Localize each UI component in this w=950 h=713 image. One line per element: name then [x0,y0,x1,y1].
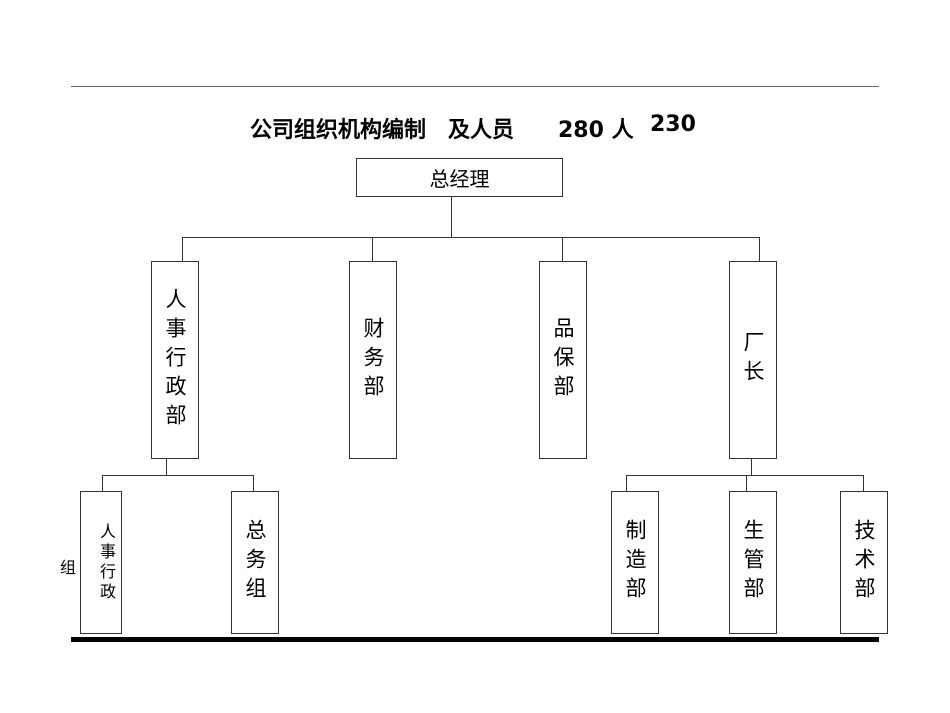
node-label: 生管部 [741,519,765,606]
node-label: 品保部 [551,316,575,404]
connector [253,475,254,491]
node-label: 人事行政部 [163,287,187,433]
node-label: 厂长 [741,331,765,389]
node-manufacturing: 制造部 [611,491,659,634]
connector [759,237,760,261]
node-hr-admin-group: 人事行政 [80,491,122,634]
node-plant-manager: 厂长 [729,261,777,459]
node-qa: 品保部 [539,261,587,459]
connector [451,197,452,237]
connector [746,475,747,491]
node-general-affairs: 总务组 [231,491,279,634]
top-rule [71,86,879,87]
connector [102,475,254,476]
node-production-control: 生管部 [729,491,777,634]
connector [626,475,864,476]
headcount: 280 人 [558,118,634,143]
connector [751,459,752,475]
chart-title: 公司组织机构编制 [250,118,427,143]
node-label: 人事行政 [97,522,116,603]
node-label: 制造部 [623,519,647,606]
connector [166,459,167,475]
chart-title-overlay: 及人员 [448,118,515,143]
connector [182,237,760,238]
node-hr-admin: 人事行政部 [151,261,199,459]
connector [863,475,864,491]
node-general-manager: 总经理 [356,158,563,197]
node-label: 总务组 [243,519,267,606]
node-finance: 财务部 [349,261,397,459]
node-label: 总经理 [429,167,490,191]
node-label: 财务部 [361,316,385,404]
node-technical: 技术部 [840,491,888,634]
headcount-overlay: 230 [650,112,696,137]
connector [182,237,183,261]
connector [626,475,627,491]
bottom-rule [71,637,879,642]
connector [562,237,563,261]
connector [372,237,373,261]
node-label-overflow: 组 [60,558,77,577]
node-label: 技术部 [852,519,876,606]
connector [102,475,103,491]
